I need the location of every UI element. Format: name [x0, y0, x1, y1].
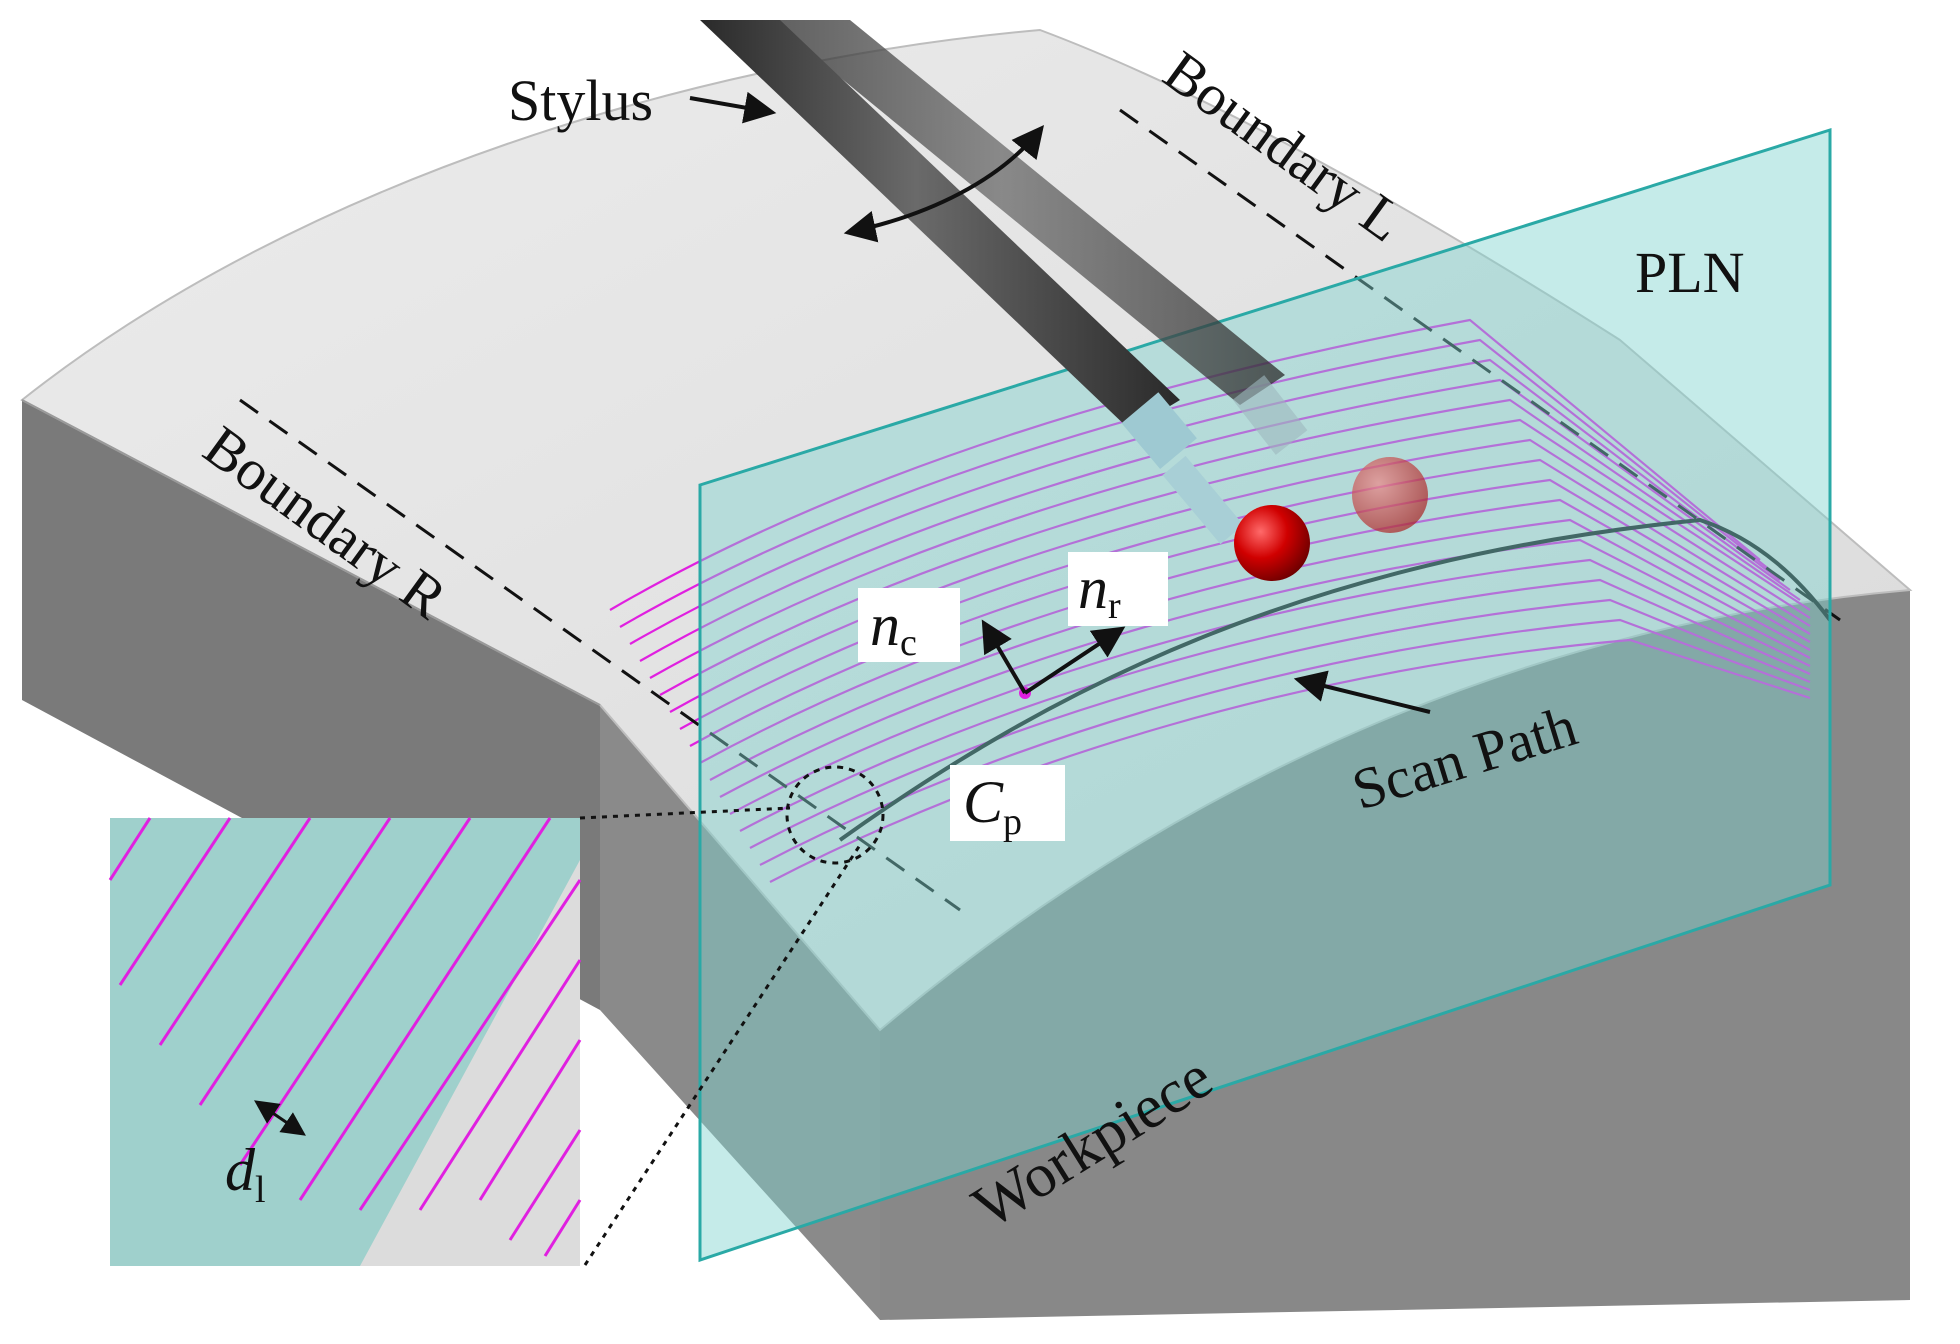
inset-line: [508, 1129, 582, 1241]
scan-line: [739, 578, 1811, 832]
zoom-leader-bottom: [583, 844, 862, 1266]
nr-label-box: [1068, 552, 1168, 626]
inset-line: [158, 817, 312, 1046]
cp-sub: p: [1003, 801, 1022, 843]
cp-label-box: [950, 765, 1065, 841]
workpiece-top-surface: [20, 28, 1913, 1032]
inset-line: [418, 959, 582, 1211]
pln-label: PLN: [1635, 240, 1745, 305]
zoom-leader-top: [579, 806, 791, 820]
boundary-r-line: [239, 398, 961, 912]
nr-sub: r: [1108, 585, 1121, 627]
cp-main: C: [963, 769, 1004, 835]
boundary-l-line: [1119, 108, 1841, 622]
scan-line: [629, 358, 1781, 645]
scan-line: [609, 318, 1761, 611]
nr-main: n: [1078, 555, 1108, 621]
top-edge-shade: [21, 399, 601, 706]
inset-line: [118, 817, 232, 986]
dl-main: d: [225, 1137, 256, 1203]
zoom-inset: [108, 817, 582, 1266]
scan-line: [729, 558, 1811, 815]
inset-scan-lines: [108, 817, 582, 1257]
scan-line: [749, 598, 1811, 849]
inset-line: [198, 817, 392, 1106]
contact-path-curve: [838, 517, 1832, 842]
stylus-collar: [1121, 392, 1197, 470]
stylus-tip-stem: [1162, 455, 1244, 545]
inset-line: [543, 1199, 582, 1257]
stylus-label: Stylus: [508, 68, 653, 133]
rotation-arrow-icon: [843, 125, 1045, 243]
inset-line: [108, 817, 152, 881]
nc-sub: c: [900, 622, 917, 664]
dl-sub: l: [255, 1169, 266, 1211]
nr-label: nr: [1078, 555, 1121, 627]
workpiece-right-face: [880, 590, 1910, 1320]
pln-plane: [698, 127, 1832, 1263]
ball-tip-ghost: [1352, 457, 1428, 533]
scan-line: [669, 438, 1811, 713]
dl-measure-arrow: [254, 1100, 306, 1136]
stylus-pointer-arrow: [689, 91, 777, 124]
nr-vector-arrow: [1023, 626, 1126, 695]
nc-label-box: [858, 588, 960, 662]
workpiece-front-face: [600, 705, 880, 1320]
nc-vector-arrow: [981, 619, 1027, 695]
inset-line: [478, 1039, 582, 1201]
scan-line: [649, 398, 1801, 679]
scan-line: [659, 418, 1811, 696]
nc-main: n: [870, 592, 900, 658]
scan-line: [619, 338, 1771, 628]
inset-line: [298, 817, 552, 1201]
inset-line: [358, 879, 582, 1211]
inset-plane-region: [110, 818, 580, 1266]
scan-path-pointer-arrow: [1293, 670, 1431, 714]
nc-label: nc: [870, 592, 917, 664]
scan-line: [639, 378, 1791, 662]
dl-label: dl: [225, 1137, 266, 1211]
scan-line: [759, 618, 1811, 866]
zoom-circle: [785, 765, 885, 865]
stylus-tip-ghost: [1232, 375, 1308, 455]
red-ball-tip-icon: [1234, 505, 1310, 581]
cp-label: Cp: [963, 769, 1022, 843]
